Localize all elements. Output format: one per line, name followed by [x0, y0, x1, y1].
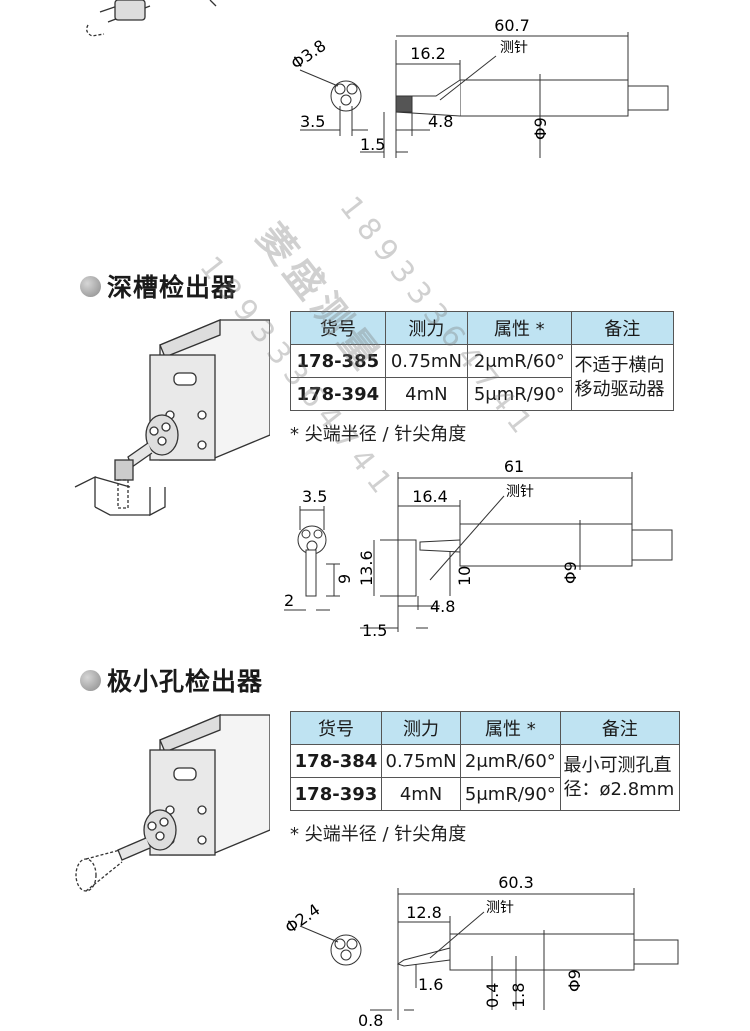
header-note: 备注 — [559, 711, 681, 745]
part-number: 178-384 — [290, 744, 382, 778]
section-title-text: 极小孔检出器 — [107, 667, 264, 696]
note-line: 不适于横向 — [574, 354, 665, 376]
section-title-small-hole: 极小孔检出器 — [80, 662, 263, 698]
tip-property: 2μmR/60° — [467, 344, 572, 378]
small-hole-stylus-diagram: 60.3 12.8 测针 Φ2.4 1.6 0.4 1.8 0.8 Φ9 — [281, 873, 679, 1030]
stylus-label: 测针 — [506, 484, 534, 500]
part-number: 178-394 — [290, 377, 386, 411]
dim-top-width: 3.5 — [302, 487, 327, 506]
section-title-deep-groove: 深槽检出器 — [80, 268, 237, 304]
note-line: 最小可测孔直 — [563, 754, 672, 776]
header-force: 测力 — [384, 311, 469, 345]
dim-total-length: 60.7 — [494, 16, 530, 35]
detector-sketch-top — [86, 0, 217, 37]
dim-10: 10 — [455, 566, 474, 586]
header-force: 测力 — [380, 711, 462, 745]
table-row: 178-385 0.75mN 2μmR/60° 不适于横向 移动驱动器 — [290, 344, 675, 411]
note-cell: 不适于横向 移动驱动器 — [570, 344, 675, 411]
dim-b: 4.8 — [428, 112, 453, 131]
note-line: 移动驱动器 — [574, 378, 665, 400]
header-property: 属性 * — [467, 311, 572, 345]
note-cell: 最小可测孔直 径：ø2.8mm — [559, 744, 681, 811]
dim-total-length: 60.3 — [498, 873, 534, 892]
table-row: 178-384 0.75mN 2μmR/60° 最小可测孔直 径：ø2.8mm — [290, 744, 681, 811]
tip-property: 2μmR/60° — [460, 744, 561, 778]
section-title-text: 深槽检出器 — [107, 273, 238, 302]
dim-0-8: 0.8 — [358, 1011, 383, 1030]
dim-tip-length: 16.4 — [412, 487, 448, 506]
header-note: 备注 — [570, 311, 675, 345]
header-part-no: 货号 — [290, 711, 382, 745]
deep-groove-spec-table: 货号 测力 属性 * 备注 178-385 0.75mN 2μmR/60° 不适… — [290, 311, 675, 411]
part-number: 178-393 — [290, 777, 382, 811]
note-line: 径：ø2.8mm — [563, 778, 675, 800]
header-part-no: 货号 — [290, 311, 386, 345]
dim-diameter: Φ3.8 — [287, 36, 329, 73]
dim-diameter: Φ2.4 — [281, 900, 323, 937]
stylus-label: 测针 — [500, 40, 528, 56]
part-number: 178-385 — [290, 344, 386, 378]
deep-groove-stylus-diagram: 61 16.4 测针 3.5 9 13.6 10 2 4.8 1.5 Φ9 — [284, 460, 673, 640]
bullet-icon — [80, 275, 101, 297]
measuring-force: 0.75mN — [384, 344, 469, 378]
measuring-force: 4mN — [380, 777, 462, 811]
small-hole-spec-table: 货号 测力 属性 * 备注 178-384 0.75mN 2μmR/60° 最小… — [290, 711, 681, 811]
bullet-icon — [80, 669, 101, 691]
dim-a: 3.5 — [300, 112, 325, 131]
dim-total-length: 61 — [504, 460, 524, 476]
dim-4-8: 4.8 — [430, 597, 455, 616]
dim-2: 2 — [284, 591, 294, 610]
dim-1-5: 1.5 — [362, 621, 387, 640]
tip-property: 5μmR/90° — [467, 377, 572, 411]
dim-9: 9 — [335, 574, 354, 584]
standard-stylus-diagram: 60.7 16.2 测针 Φ3.8 3.5 4.8 1.5 Φ9 — [86, 0, 669, 158]
table-row: 178-394 4mN 5μmR/90° — [290, 377, 674, 411]
small-hole-detector-illustration — [75, 714, 270, 892]
table-row: 178-393 4mN 5μmR/90° — [290, 777, 680, 811]
header-property: 属性 * — [460, 711, 561, 745]
footnote: * 尖端半径 / 针尖角度 — [290, 424, 467, 445]
dim-1-8: 1.8 — [509, 983, 528, 1008]
dim-1-6: 1.6 — [418, 975, 443, 994]
dim-tip-length: 12.8 — [406, 903, 442, 922]
dim-c: 1.5 — [360, 135, 385, 154]
footnote: * 尖端半径 / 针尖角度 — [290, 824, 467, 845]
deep-groove-detector-illustration — [74, 319, 270, 517]
stylus-label: 测针 — [486, 900, 514, 916]
dim-shaft-diameter: Φ9 — [565, 969, 584, 992]
dim-0-4: 0.4 — [483, 983, 502, 1008]
dim-tip-length: 16.2 — [410, 44, 446, 63]
tip-property: 5μmR/90° — [460, 777, 561, 811]
dim-shaft-diameter: Φ9 — [531, 117, 550, 140]
dim-shaft-diameter: Φ9 — [561, 561, 580, 584]
measuring-force: 4mN — [384, 377, 469, 411]
measuring-force: 0.75mN — [380, 744, 462, 778]
dim-13-6: 13.6 — [357, 550, 376, 586]
